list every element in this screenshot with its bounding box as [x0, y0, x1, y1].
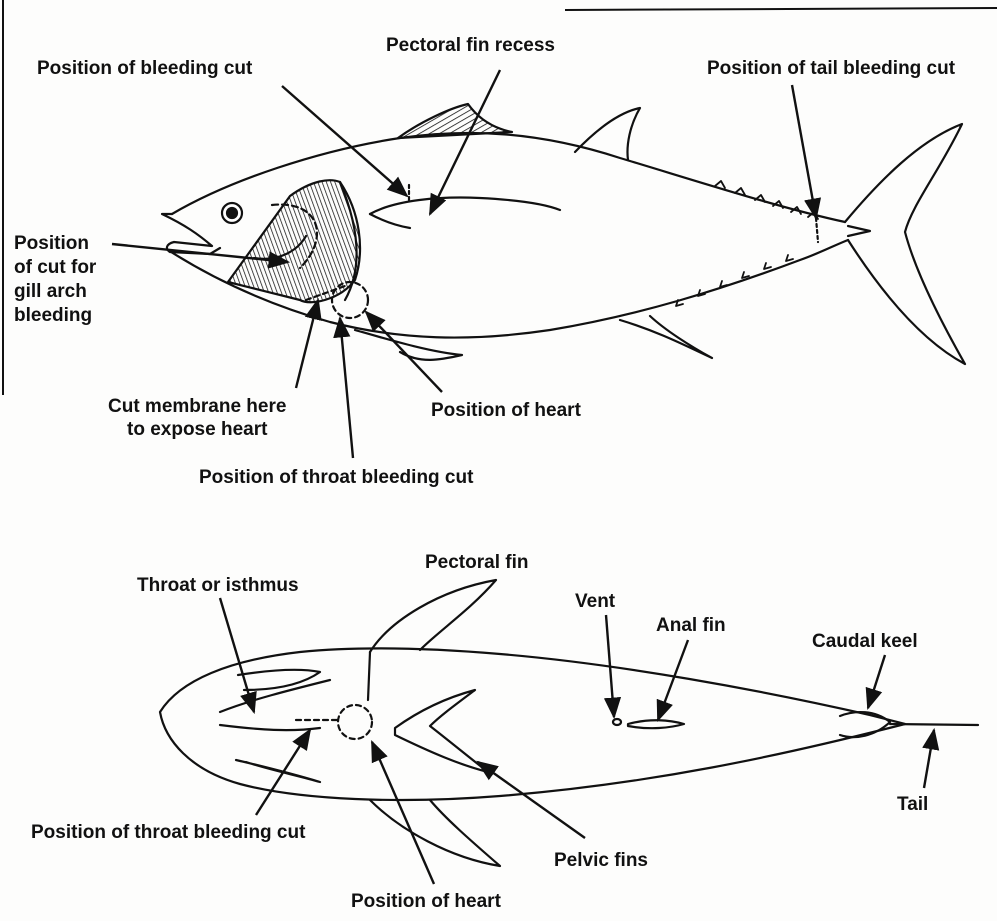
label-position-of-bleeding-cut: Position of bleeding cut [37, 57, 252, 80]
ventral-heart-circle [338, 705, 372, 739]
vent [613, 719, 621, 725]
label-position-of-heart-ventral: Position of heart [351, 890, 501, 913]
label-position-of-throat-bleeding-cut-side: Position of throat bleeding cut [199, 466, 473, 489]
pelvic-fins [395, 690, 488, 772]
ventral-anal-fin [628, 720, 684, 728]
label-caudal-keel: Caudal keel [812, 630, 918, 653]
label-anal-fin: Anal fin [656, 614, 726, 637]
tail-line [890, 724, 978, 725]
pectoral-fin [370, 198, 560, 214]
label-pectoral-fin: Pectoral fin [425, 551, 528, 574]
label-throat-or-isthmus: Throat or isthmus [137, 574, 299, 597]
label-position-of-tail-bleeding-cut: Position of tail bleeding cut [707, 57, 955, 80]
anal-fin [620, 316, 712, 358]
label-cut-membrane: Cut membrane here to expose heart [108, 395, 286, 441]
snout [162, 214, 220, 254]
ventral-pectoral-fin-lower [370, 800, 500, 866]
label-position-of-heart-side: Position of heart [431, 399, 581, 422]
body-dorsal-outline [172, 133, 845, 222]
label-position-of-throat-bleeding-cut-ventral: Position of throat bleeding cut [31, 821, 305, 844]
second-dorsal-fin [575, 108, 640, 160]
side-view-fish [162, 104, 965, 364]
dorsal-finlets [715, 181, 818, 219]
label-vent: Vent [575, 590, 615, 613]
caudal-fin [845, 124, 965, 364]
label-gill-arch-bleeding-cut: Position of cut for gill arch bleeding [14, 232, 96, 328]
label-pelvic-fins: Pelvic fins [554, 849, 648, 872]
ventral-pectoral-fin-upper [370, 580, 496, 652]
ventral-finlets [676, 255, 793, 306]
label-pectoral-fin-recess: Pectoral fin recess [386, 34, 555, 57]
label-tail: Tail [897, 793, 928, 816]
